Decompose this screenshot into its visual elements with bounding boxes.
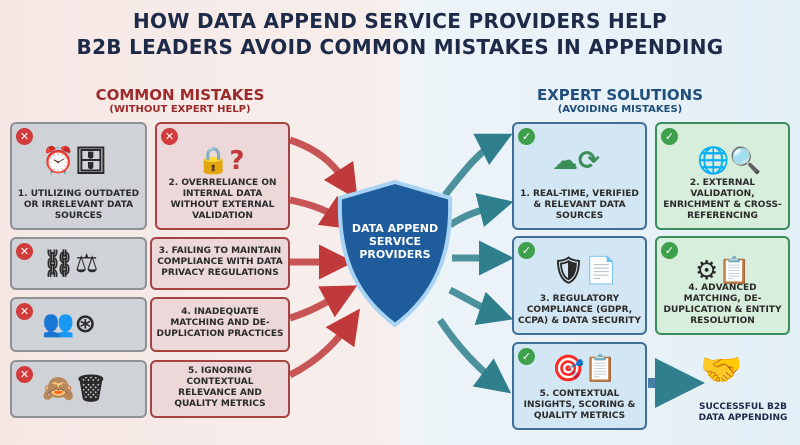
title-line-2: B2B LEADERS AVOID COMMON MISTAKES IN APP… [76,35,724,59]
arrow-solution-1 [442,133,513,198]
mistake-icons-4: ✕ 👥⊛ [10,297,147,352]
blindfold-trash-icon: 🙈🗑 [42,374,108,404]
infographic-title: HOW DATA APPEND SERVICE PROVIDERS HELP B… [0,8,800,60]
outcome-label: SUCCESSFUL B2B DATA APPENDING [698,402,788,423]
mistakes-heading: COMMON MISTAKES [95,86,265,104]
mistake-label: 5. IGNORING CONTEXTUAL RELEVANCE AND QUA… [174,366,266,409]
check-icon: ✓ [518,348,535,365]
solution-label: 2. EXTERNAL VALIDATION, ENRICHMENT & CRO… [663,178,782,221]
check-icon: ✓ [661,242,678,259]
arrow-mistake-4 [288,285,358,322]
check-icon: ✓ [661,128,678,145]
mistake-label: 1. UTILIZING OUTDATED OR IRRELEVANT DATA… [17,189,140,221]
solution-card-3: ✓ 🛡📄 3. REGULATORY COMPLIANCE (GDPR, CCP… [512,236,647,335]
gear-profiles-icon: ⚙📋 [695,256,751,286]
x-icon: ✕ [16,303,33,320]
solutions-subheading: (AVOIDING MISTAKES) [557,104,683,115]
solution-label: 1. REAL-TIME, VERIFIED & RELEVANT DATA S… [520,189,639,221]
globe-magnifier-icon: 🌐🔍 [697,146,762,176]
x-icon: ✕ [16,243,33,260]
mistake-card-3: 3. FAILING TO MAINTAIN COMPLIANCE WITH D… [150,237,290,290]
arrow-solution-5 [437,318,512,394]
arrow-solution-4 [448,286,514,325]
solutions-heading: EXPERT SOLUTIONS [536,86,704,104]
arrow-solution-2 [448,193,514,228]
center-label: DATA APPEND SERVICE PROVIDERS [351,222,439,261]
solution-card-4: ✓ ⚙📋 4. ADVANCED MATCHING, DE-DUPLICATIO… [655,236,790,335]
check-icon: ✓ [518,128,535,145]
handshake-icon: 🤝 [700,350,743,390]
locked-database-question-icon: 🔒? [197,146,245,176]
x-icon: ✕ [161,128,178,145]
safe-shield-document-icon: 🛡📄 [552,256,618,286]
clock-icon: ⏰🗄 [42,146,108,176]
solution-label: 3. REGULATORY COMPLIANCE (GDPR, CCPA) & … [518,294,641,326]
mistake-label: 2. OVERRELIANCE ON INTERNAL DATA WITHOUT… [168,178,277,221]
mistake-icons-3: ✕ ⛓⚖ [10,237,147,290]
title-line-1: HOW DATA APPEND SERVICE PROVIDERS HELP [133,9,667,33]
check-icon: ✓ [518,242,535,259]
solution-card-2: ✓ 🌐🔍 2. EXTERNAL VALIDATION, ENRICHMENT … [655,122,790,230]
shield-icon [337,179,453,328]
mistake-label: 3. FAILING TO MAINTAIN COMPLIANCE WITH D… [157,246,283,278]
mistake-card-4: 4. INADEQUATE MATCHING AND DE-DUPLICATIO… [150,297,290,352]
arrow-mistake-5 [288,308,361,379]
mistake-icons-5: ✕ 🙈🗑 [10,360,147,418]
solution-label: 4. ADVANCED MATCHING, DE-DUPLICATION & E… [663,283,782,326]
cloud-sync-icon: ☁⟳ [552,146,600,176]
arrow-mistake-1 [288,136,358,200]
solution-label: 5. CONTEXTUAL INSIGHTS, SCORING & QUALIT… [523,389,636,421]
broken-chain-gavel-icon: ⛓⚖ [42,249,99,279]
mistakes-subheading: (WITHOUT EXPERT HELP) [109,104,251,115]
duplicate-people-icon: 👥⊛ [42,309,97,339]
x-icon: ✕ [16,366,33,383]
mistake-card-5: 5. IGNORING CONTEXTUAL RELEVANCE AND QUA… [150,360,290,418]
solution-card-5: ✓ 🎯📋 5. CONTEXTUAL INSIGHTS, SCORING & Q… [512,342,647,430]
mistake-card-2: ✕ 🔒? 2. OVERRELIANCE ON INTERNAL DATA WI… [155,122,290,230]
target-clipboard-icon: 🎯📋 [552,354,617,384]
mistake-label: 4. INADEQUATE MATCHING AND DE-DUPLICATIO… [156,307,284,339]
x-icon: ✕ [16,128,33,145]
solution-card-1: ✓ ☁⟳ 1. REAL-TIME, VERIFIED & RELEVANT D… [512,122,647,230]
mistake-card-1: ✕ ⏰🗄 1. UTILIZING OUTDATED OR IRRELEVANT… [10,122,147,230]
arrow-mistake-2 [289,195,357,230]
